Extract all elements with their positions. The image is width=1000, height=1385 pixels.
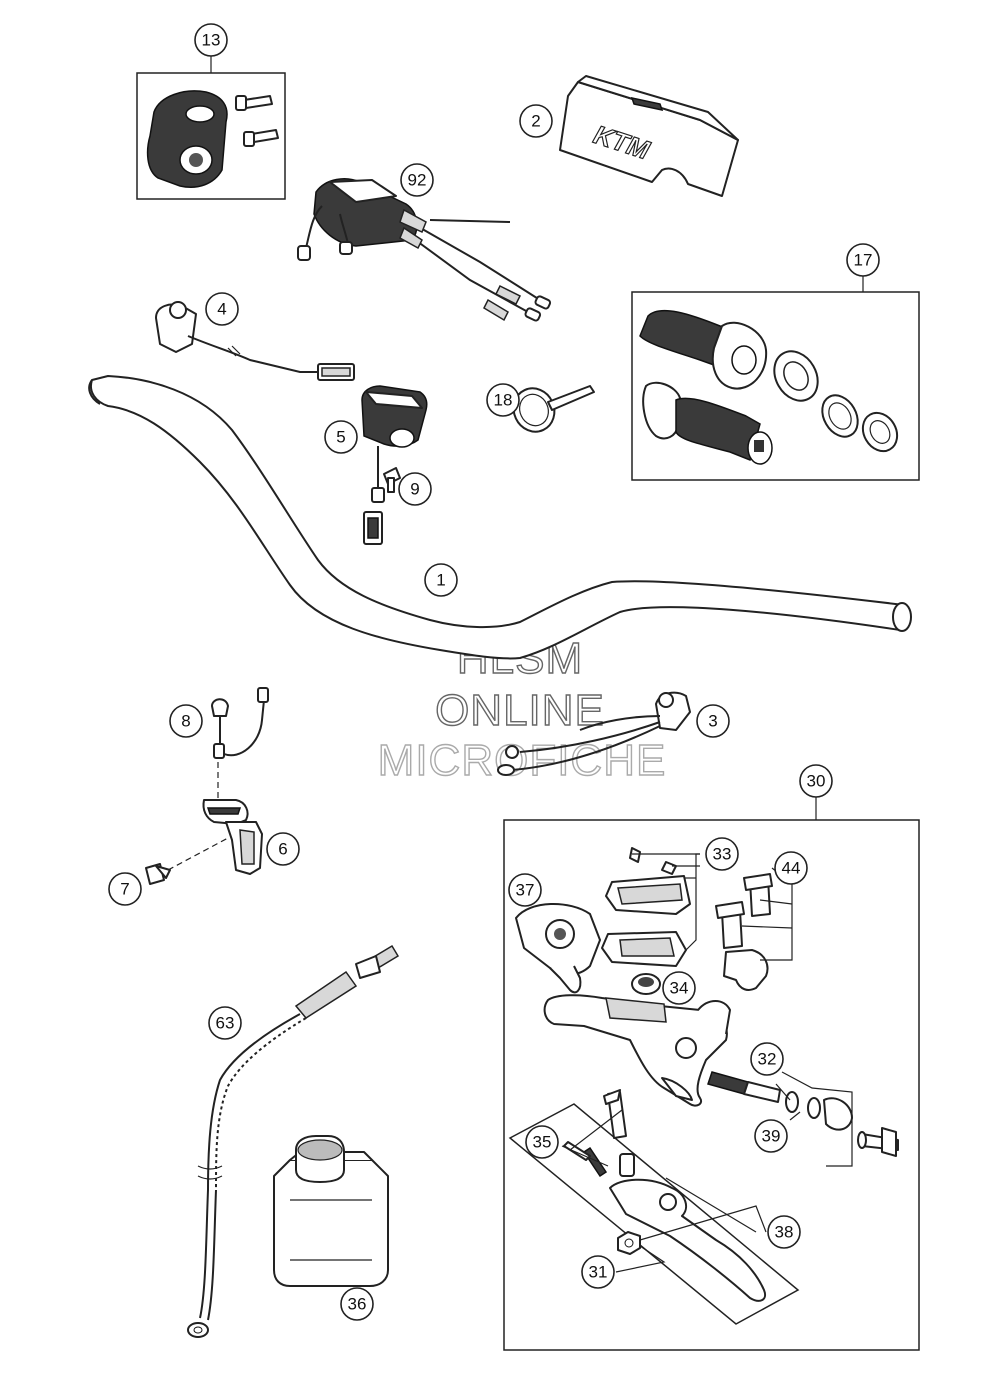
svg-text:30: 30 <box>807 772 826 791</box>
svg-text:92: 92 <box>408 171 427 190</box>
cover-screw-a[interactable] <box>629 847 641 863</box>
callout-6[interactable]: 6 <box>266 832 300 866</box>
lever-kit-frame <box>508 1103 800 1325</box>
callout-30[interactable]: 30 <box>799 764 833 798</box>
svg-text:13: 13 <box>202 31 221 50</box>
callout-38[interactable]: 38 <box>767 1215 801 1249</box>
svg-text:17: 17 <box>854 251 873 270</box>
callout-32[interactable]: 32 <box>750 1042 784 1076</box>
bushing-part[interactable] <box>619 1153 635 1177</box>
svg-text:9: 9 <box>410 480 419 499</box>
callout-3[interactable]: 3 <box>696 704 730 738</box>
callout-18[interactable]: 18 <box>486 383 520 417</box>
callout-4[interactable]: 4 <box>205 292 239 326</box>
cover-screw-b[interactable] <box>661 861 677 875</box>
svg-text:33: 33 <box>713 845 732 864</box>
grip-set-part[interactable] <box>631 291 920 481</box>
callout-63[interactable]: 63 <box>208 1006 242 1040</box>
callout-17[interactable]: 17 <box>846 243 880 277</box>
callout-44[interactable]: 44 <box>774 851 808 885</box>
master-cylinder-body-part[interactable] <box>543 994 731 1107</box>
callout-2[interactable]: 2 <box>519 104 553 138</box>
callout-7[interactable]: 7 <box>108 872 142 906</box>
callout-39[interactable]: 39 <box>754 1119 788 1153</box>
assembly-line <box>167 837 229 871</box>
svg-text:32: 32 <box>758 1050 777 1069</box>
watermark-line-2: ONLINE <box>435 686 605 735</box>
callout-9[interactable]: 9 <box>398 472 432 506</box>
kill-switch-part[interactable] <box>155 301 355 381</box>
clamp-kit-part[interactable] <box>136 72 286 200</box>
callout-34[interactable]: 34 <box>662 971 696 1005</box>
brake-fluid-can-part[interactable] <box>273 1135 389 1287</box>
lever-pin-part[interactable] <box>603 1089 627 1139</box>
spring-part[interactable] <box>563 1141 608 1178</box>
handlebar-clamp-part[interactable] <box>715 873 773 991</box>
callout-36[interactable]: 36 <box>340 1287 374 1321</box>
callout-35[interactable]: 35 <box>525 1125 559 1159</box>
adjuster-pin-part[interactable] <box>857 1127 899 1157</box>
master-cylinder-kit-part[interactable] <box>503 819 920 1351</box>
svg-text:31: 31 <box>589 1263 608 1282</box>
bracket-screw-part[interactable] <box>145 863 171 885</box>
svg-text:63: 63 <box>216 1014 235 1033</box>
reservoir-plug-part[interactable] <box>631 973 661 995</box>
cable-tie-part[interactable] <box>507 382 595 439</box>
callout-92[interactable]: 92 <box>400 163 434 197</box>
callout-1[interactable]: 1 <box>424 563 458 597</box>
svg-text:44: 44 <box>782 859 801 878</box>
lever-guard-part[interactable] <box>515 903 601 994</box>
switch-screw-part[interactable] <box>383 467 401 493</box>
lever-nut-part[interactable] <box>617 1231 641 1255</box>
leader-lines <box>210 56 864 1273</box>
svg-text:34: 34 <box>670 979 689 998</box>
sensor-bracket-part[interactable] <box>202 799 263 875</box>
svg-text:1: 1 <box>436 571 445 590</box>
svg-text:18: 18 <box>494 391 513 410</box>
svg-text:37: 37 <box>516 881 535 900</box>
callout-33[interactable]: 33 <box>705 837 739 871</box>
svg-text:36: 36 <box>348 1295 367 1314</box>
svg-text:35: 35 <box>533 1133 552 1152</box>
callout-37[interactable]: 37 <box>508 873 542 907</box>
callout-5[interactable]: 5 <box>324 420 358 454</box>
callout-8[interactable]: 8 <box>169 704 203 738</box>
combination-switch-part[interactable] <box>361 385 428 545</box>
svg-text:38: 38 <box>775 1223 794 1242</box>
piston-kit-part[interactable] <box>707 1071 853 1131</box>
watermark-line-3: MICROFICHE <box>378 736 667 785</box>
svg-text:3: 3 <box>708 712 717 731</box>
svg-text:6: 6 <box>278 840 287 859</box>
sensor-part[interactable] <box>211 687 269 759</box>
svg-text:8: 8 <box>181 712 190 731</box>
brake-lever-part[interactable] <box>609 1178 766 1302</box>
svg-text:39: 39 <box>762 1127 781 1146</box>
reservoir-cover-part[interactable] <box>605 875 691 915</box>
callout-13[interactable]: 13 <box>194 23 228 57</box>
svg-text:7: 7 <box>120 880 129 899</box>
svg-text:5: 5 <box>336 428 345 447</box>
svg-text:2: 2 <box>531 112 540 131</box>
reservoir-gasket-part[interactable] <box>601 931 687 967</box>
callout-31[interactable]: 31 <box>581 1255 615 1289</box>
brake-hose-part[interactable] <box>187 944 400 1338</box>
start-switch-part[interactable] <box>497 691 691 776</box>
handlebar-pad-part[interactable]: KTM <box>559 75 739 197</box>
svg-text:4: 4 <box>217 300 226 319</box>
handlebar-part[interactable] <box>88 375 912 660</box>
throttle-assembly-part[interactable] <box>297 178 552 322</box>
